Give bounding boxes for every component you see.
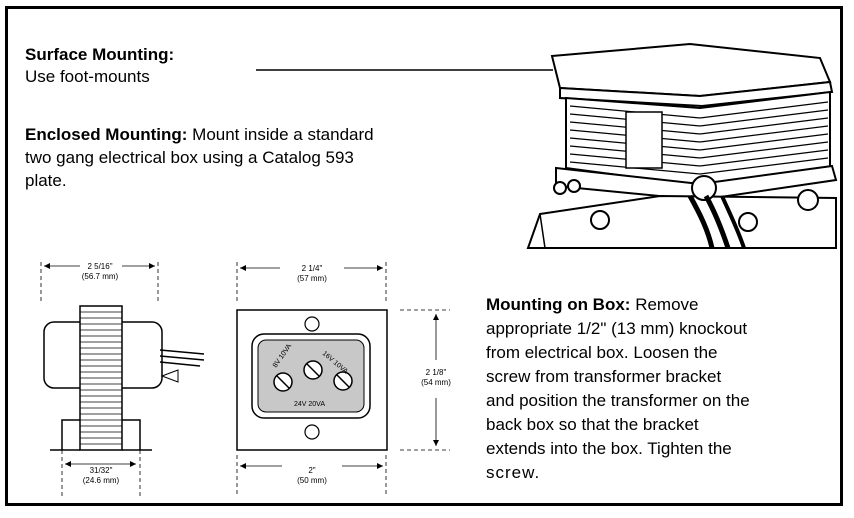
front-view-diagram bbox=[236, 262, 450, 496]
dim-front-width: 2 1/4" (57 mm) bbox=[282, 264, 342, 284]
enclosed-mounting-line1: Enclosed Mounting: Mount inside a standa… bbox=[25, 124, 374, 146]
dim-side-foot: 31/32" (24.6 mm) bbox=[72, 466, 130, 486]
dim-front-height-mm: (54 mm) bbox=[421, 378, 451, 387]
dim-side-foot-mm: (24.6 mm) bbox=[82, 476, 120, 485]
dim-front-base-mm: (50 mm) bbox=[297, 476, 327, 485]
dim-front-base-in: 2" bbox=[308, 466, 316, 475]
mounting-on-box-text-7: extends into the box. Tighten the bbox=[486, 439, 732, 458]
dim-side-width-mm: (56.7 mm) bbox=[81, 272, 119, 281]
enclosed-mounting-text-3: plate. bbox=[25, 171, 67, 190]
dim-front-base: 2" (50 mm) bbox=[284, 466, 340, 486]
mounting-on-box-text-6: back box so that the bracket bbox=[486, 415, 699, 434]
transformer-on-box-illustration bbox=[526, 42, 838, 249]
page-frame bbox=[5, 6, 843, 506]
mounting-on-box-heading: Mounting on Box: bbox=[486, 295, 631, 314]
mounting-on-box-text-4: screw from transformer bracket bbox=[486, 367, 722, 386]
dim-front-width-in: 2 1/4" bbox=[301, 264, 323, 273]
terminal-label-3: 24V 20VA bbox=[294, 401, 325, 408]
dim-side-foot-in: 31/32" bbox=[89, 466, 113, 475]
dim-front-width-mm: (57 mm) bbox=[297, 274, 327, 283]
dim-side-width-in: 2 5/16" bbox=[87, 262, 113, 271]
enclosed-mounting-text-1: Mount inside a standard bbox=[187, 125, 374, 144]
dim-front-height-in: 2 1/8" bbox=[425, 368, 447, 377]
enclosed-mounting-heading: Enclosed Mounting: bbox=[25, 125, 188, 144]
dim-side-width: 2 5/16" (56.7 mm) bbox=[70, 262, 130, 282]
mounting-on-box-text-5: and position the transformer on the bbox=[486, 391, 750, 410]
mounting-on-box-text-8: screw. bbox=[486, 463, 541, 482]
mounting-on-box-text-2: appropriate 1/2" (13 mm) knockout bbox=[486, 319, 748, 338]
side-view-diagram bbox=[40, 262, 205, 496]
mounting-on-box-text-3: from electrical box. Loosen the bbox=[486, 343, 718, 362]
enclosed-mounting-text-2: two gang electrical box using a Catalog … bbox=[25, 148, 354, 167]
mounting-on-box-line1: Mounting on Box: Remove bbox=[486, 294, 699, 316]
mounting-on-box-text-1: Remove bbox=[630, 295, 699, 314]
surface-mounting-section: Surface Mounting: bbox=[25, 44, 174, 66]
dim-front-height: 2 1/8" (54 mm) bbox=[410, 368, 462, 388]
surface-mounting-heading: Surface Mounting: bbox=[25, 45, 175, 64]
surface-mounting-text: Use foot-mounts bbox=[25, 67, 150, 86]
